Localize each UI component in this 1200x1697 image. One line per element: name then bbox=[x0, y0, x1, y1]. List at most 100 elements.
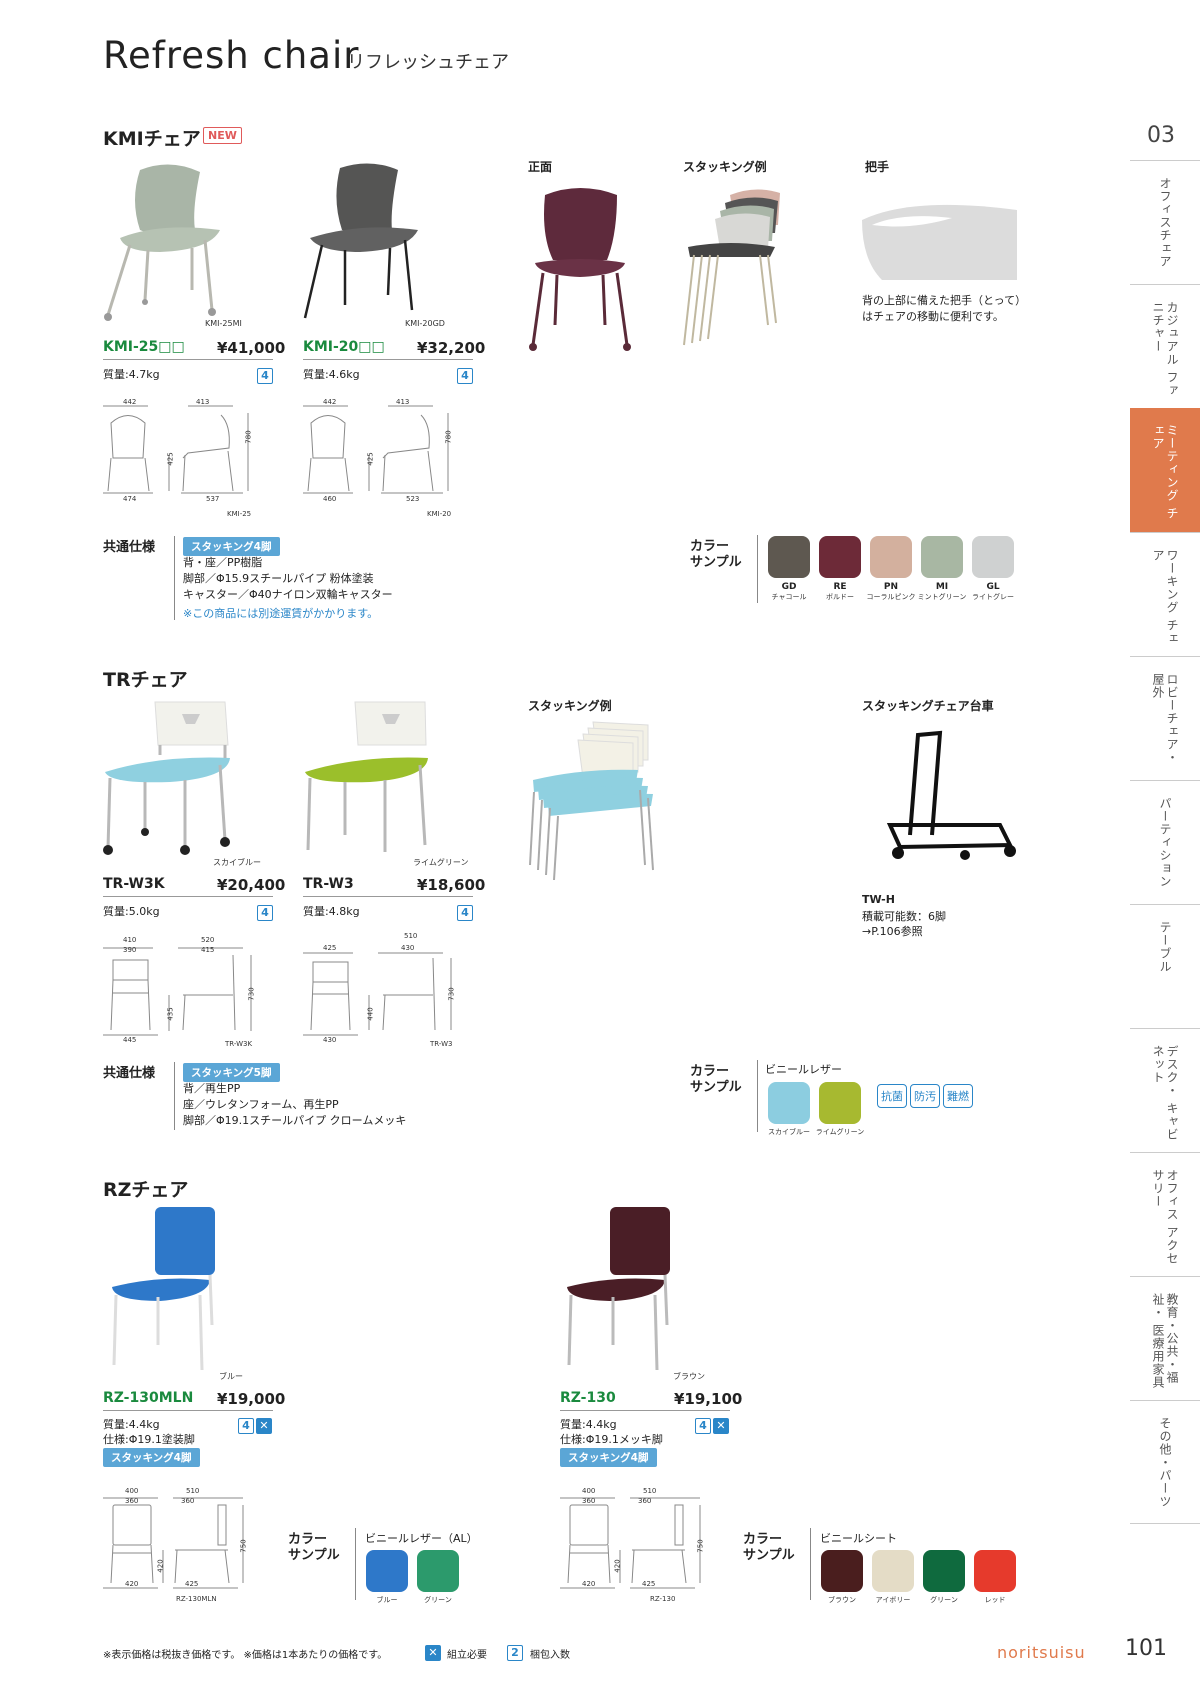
dim-depth: 420 bbox=[125, 1580, 139, 1588]
kmi-20-price: ¥32,200 bbox=[417, 339, 486, 357]
tr-w3k-code: TR-W3K bbox=[103, 876, 165, 892]
dim-depth: 460 bbox=[323, 495, 337, 503]
sidebar-item-casual[interactable]: カジュアル ファニチャー bbox=[1130, 284, 1200, 408]
view-handle-label: 把手 bbox=[865, 160, 890, 174]
kmi-25-image-label: KMI-25MI bbox=[205, 319, 242, 328]
sidebar-item-label: ミーティング チェア bbox=[1151, 424, 1179, 520]
dim-width: 360 bbox=[638, 1497, 652, 1505]
rz-130-dimension-drawing bbox=[560, 1497, 701, 1589]
dim-width: 360 bbox=[181, 1497, 195, 1505]
spec-line: 脚部／Φ15.9スチールパイプ 粉体塗装 bbox=[183, 572, 374, 585]
sidebar-item-label: オフィスチェア bbox=[1158, 177, 1172, 268]
sidebar-item-accessory[interactable]: オフィス アクセサリー bbox=[1130, 1152, 1200, 1276]
kmi-25-weight: 質量:4.7kg bbox=[103, 368, 160, 381]
sidebar-item-label: パーティション bbox=[1158, 797, 1172, 888]
dim-model: TR-W3K bbox=[225, 1040, 253, 1048]
tr-stacking-image bbox=[529, 721, 654, 881]
tr-w3-chair-image bbox=[305, 701, 428, 852]
sidebar-item-label: ロビーチェア・ 屋外 bbox=[1151, 673, 1179, 764]
dim-width: 400 bbox=[125, 1487, 139, 1495]
sidebar-item-education[interactable]: 教育・公共・福祉・ 医療用家具 bbox=[1130, 1276, 1200, 1400]
dim-width: 510 bbox=[186, 1487, 200, 1495]
rz-130-weight: 質量:4.4kg bbox=[560, 1418, 617, 1431]
kmi-handle-closeup-image bbox=[862, 204, 1017, 280]
rz-130mln-image-label: ブルー bbox=[219, 1372, 243, 1381]
sidebar-item-lobby[interactable]: ロビーチェア・ 屋外 bbox=[1130, 656, 1200, 780]
kmi-20-image-label: KMI-20GD bbox=[405, 319, 445, 328]
cart-reference-link[interactable]: →P.106参照 bbox=[862, 925, 923, 938]
stacking-cart-image bbox=[886, 730, 1016, 860]
swatch-chip bbox=[819, 1082, 861, 1124]
divider bbox=[757, 1060, 758, 1132]
dim-seat-height: 425 bbox=[166, 452, 175, 466]
dim-depth: 430 bbox=[323, 1036, 337, 1044]
assembly-legend: 組立必要 bbox=[447, 1650, 487, 1661]
color-swatch: レッド bbox=[970, 1550, 1020, 1605]
package-legend: 梱包入数 bbox=[530, 1650, 570, 1661]
tr-w3k-weight: 質量:5.0kg bbox=[103, 905, 160, 918]
divider bbox=[103, 1410, 273, 1411]
dim-width: 520 bbox=[201, 936, 215, 944]
color-sample-label: カラー bbox=[690, 1064, 730, 1079]
page-subtitle: リフレッシュチェア bbox=[347, 52, 509, 73]
dim-seat-height: 435 bbox=[166, 1007, 175, 1021]
material-label: ビニールレザー bbox=[765, 1063, 842, 1076]
sidebar-item-partition[interactable]: パーティション bbox=[1130, 780, 1200, 904]
divider bbox=[757, 535, 758, 603]
stacking-badge: スタッキング4脚 bbox=[560, 1448, 657, 1467]
divider bbox=[560, 1410, 730, 1411]
color-swatch: MI ミントグリーン bbox=[917, 536, 967, 602]
color-sample-label: サンプル bbox=[690, 1080, 742, 1095]
dim-depth: 420 bbox=[582, 1580, 596, 1588]
swatch-code: GL bbox=[986, 582, 1000, 592]
dim-model: RZ-130MLN bbox=[176, 1595, 217, 1603]
sidebar-item-office-chair[interactable]: オフィスチェア bbox=[1130, 160, 1200, 284]
kmi-section-title: KMIチェア bbox=[103, 128, 201, 150]
view-cart-label: スタッキングチェア台車 bbox=[862, 699, 994, 713]
shipping-note: ※この商品には別途運賃がかかります。 bbox=[183, 607, 379, 620]
kmi-25-code: KMI-25□□ bbox=[103, 339, 185, 355]
sidebar-item-table[interactable]: テーブル bbox=[1130, 904, 1200, 1028]
dim-width: 400 bbox=[582, 1487, 596, 1495]
swatch-chip bbox=[768, 536, 810, 578]
color-swatch: RE ボルドー bbox=[815, 536, 865, 602]
package-count-icon: 2 bbox=[507, 1645, 523, 1661]
kmi-20-chair-image bbox=[303, 163, 418, 319]
sidebar-item-meeting-chair[interactable]: ミーティング チェア bbox=[1130, 408, 1200, 532]
color-swatch: PN コーラルピンク bbox=[866, 536, 916, 602]
common-spec-label: 共通仕様 bbox=[103, 540, 156, 555]
swatch-name: グリーン bbox=[930, 1596, 958, 1604]
dim-width: 510 bbox=[643, 1487, 657, 1495]
sidebar-item-label: ワーキング チェア bbox=[1151, 549, 1179, 645]
dim-width: 425 bbox=[323, 944, 337, 952]
kmi-front-view-image bbox=[529, 188, 631, 351]
brand-logo: noritsuisu bbox=[997, 1643, 1086, 1662]
swatch-chip bbox=[819, 536, 861, 578]
swatch-name: コーラルピンク bbox=[866, 593, 916, 601]
color-swatch: アイボリー bbox=[868, 1550, 918, 1605]
dim-depth: 425 bbox=[642, 1580, 656, 1588]
dim-model: TR-W3 bbox=[430, 1040, 453, 1048]
view-front-label: 正面 bbox=[528, 160, 553, 174]
cart-code: TW-H bbox=[862, 893, 895, 906]
swatch-name: レッド bbox=[984, 1596, 1006, 1604]
swatch-chip bbox=[768, 1082, 810, 1124]
swatch-name: ライムグリーン bbox=[815, 1128, 865, 1136]
kmi-20-dimension-drawing bbox=[303, 405, 449, 494]
swatch-chip bbox=[417, 1550, 459, 1592]
dim-seat-height: 420 bbox=[613, 1559, 622, 1573]
sidebar-item-other[interactable]: その他・パーツ bbox=[1130, 1400, 1200, 1524]
sidebar-item-desk[interactable]: デスク・ キャビネット bbox=[1130, 1028, 1200, 1152]
swatch-chip bbox=[821, 1550, 863, 1592]
dim-depth: 474 bbox=[123, 495, 137, 503]
view-stacking-label: スタッキング例 bbox=[528, 699, 612, 713]
dim-model: KMI-25 bbox=[227, 510, 252, 518]
color-swatch: グリーン bbox=[413, 1550, 463, 1605]
rz-130-color-swatches: ブラウン アイボリー グリーン レッド bbox=[817, 1550, 1020, 1605]
swatch-code: PN bbox=[883, 582, 899, 592]
rz-130-code: RZ-130 bbox=[560, 1390, 616, 1406]
sidebar-item-working-chair[interactable]: ワーキング チェア bbox=[1130, 532, 1200, 656]
kmi-stacking-image bbox=[683, 189, 780, 346]
kmi-20-weight: 質量:4.6kg bbox=[303, 368, 360, 381]
dim-width: 430 bbox=[401, 944, 415, 952]
